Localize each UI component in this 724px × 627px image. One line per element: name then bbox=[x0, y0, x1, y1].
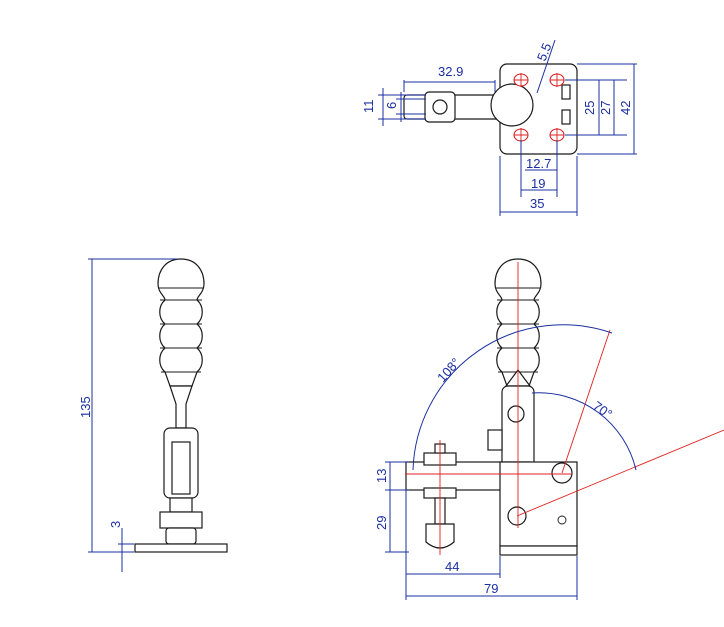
dim-arm-height: 13 bbox=[374, 469, 389, 483]
side-handle-rings bbox=[159, 287, 203, 373]
dim-base-length: 42 bbox=[618, 101, 633, 115]
side-body-inner bbox=[171, 441, 191, 495]
dim-arm-width-outer: 11 bbox=[361, 100, 376, 114]
dim-reach: 44 bbox=[445, 559, 459, 574]
top-pin-upper bbox=[561, 84, 571, 100]
top-view: 11 6 32.9 5.5 25 27 42 12.7 19 35 bbox=[361, 39, 637, 216]
dim-lines-base-thickness bbox=[118, 528, 134, 572]
hole-centerlines bbox=[514, 73, 564, 142]
dim-hole-spacing-large: 19 bbox=[531, 176, 545, 191]
side-spindle bbox=[169, 497, 193, 513]
dim-lines-arm-offset bbox=[403, 80, 496, 92]
dim-slot-width: 5.5 bbox=[534, 41, 555, 63]
front-small-hole bbox=[557, 515, 567, 525]
side-handle-grip bbox=[157, 258, 205, 387]
dim-base-width: 35 bbox=[530, 196, 544, 211]
front-centerlines bbox=[405, 262, 724, 555]
dim-base-thickness: 3 bbox=[108, 521, 123, 528]
side-pad bbox=[165, 527, 197, 545]
dim-open-angle: 108° bbox=[434, 355, 463, 385]
dim-overall-height: 135 bbox=[78, 396, 93, 418]
dim-arm-width-inner: 6 bbox=[384, 102, 399, 109]
dim-hole-pitch-outer: 27 bbox=[598, 101, 613, 115]
side-view: 135 3 bbox=[78, 258, 228, 572]
dim-release-angle: 70° bbox=[590, 398, 615, 422]
side-clamp-head bbox=[159, 511, 203, 529]
dim-lines-right bbox=[565, 63, 637, 155]
dim-overall-length: 79 bbox=[484, 581, 498, 596]
dim-arc-open-angle bbox=[412, 324, 613, 471]
dim-arc-release-angle bbox=[531, 392, 637, 471]
top-pin-lower bbox=[561, 109, 571, 125]
dim-line-slot bbox=[536, 39, 556, 94]
dim-lines-bottom bbox=[499, 140, 578, 216]
side-base-plate bbox=[134, 543, 228, 553]
dim-lines-heights bbox=[385, 461, 409, 553]
dim-hole-spacing-small: 12.7 bbox=[526, 156, 551, 171]
front-view: 108° 70° 13 29 44 79 bbox=[374, 258, 724, 600]
front-base-plate bbox=[499, 545, 578, 556]
top-spindle-bolt bbox=[432, 99, 448, 115]
front-stop-block bbox=[487, 429, 503, 451]
dim-hole-pitch-inner: 25 bbox=[582, 101, 597, 115]
dim-lines-lengths bbox=[405, 490, 578, 600]
front-lever-pivot bbox=[507, 405, 525, 423]
top-handle-pivot bbox=[490, 83, 534, 127]
side-linkage-top bbox=[169, 385, 193, 429]
dim-spindle-height: 29 bbox=[374, 516, 389, 530]
dim-lines-arm-width bbox=[378, 88, 426, 126]
dim-arm-offset: 32.9 bbox=[438, 64, 463, 79]
